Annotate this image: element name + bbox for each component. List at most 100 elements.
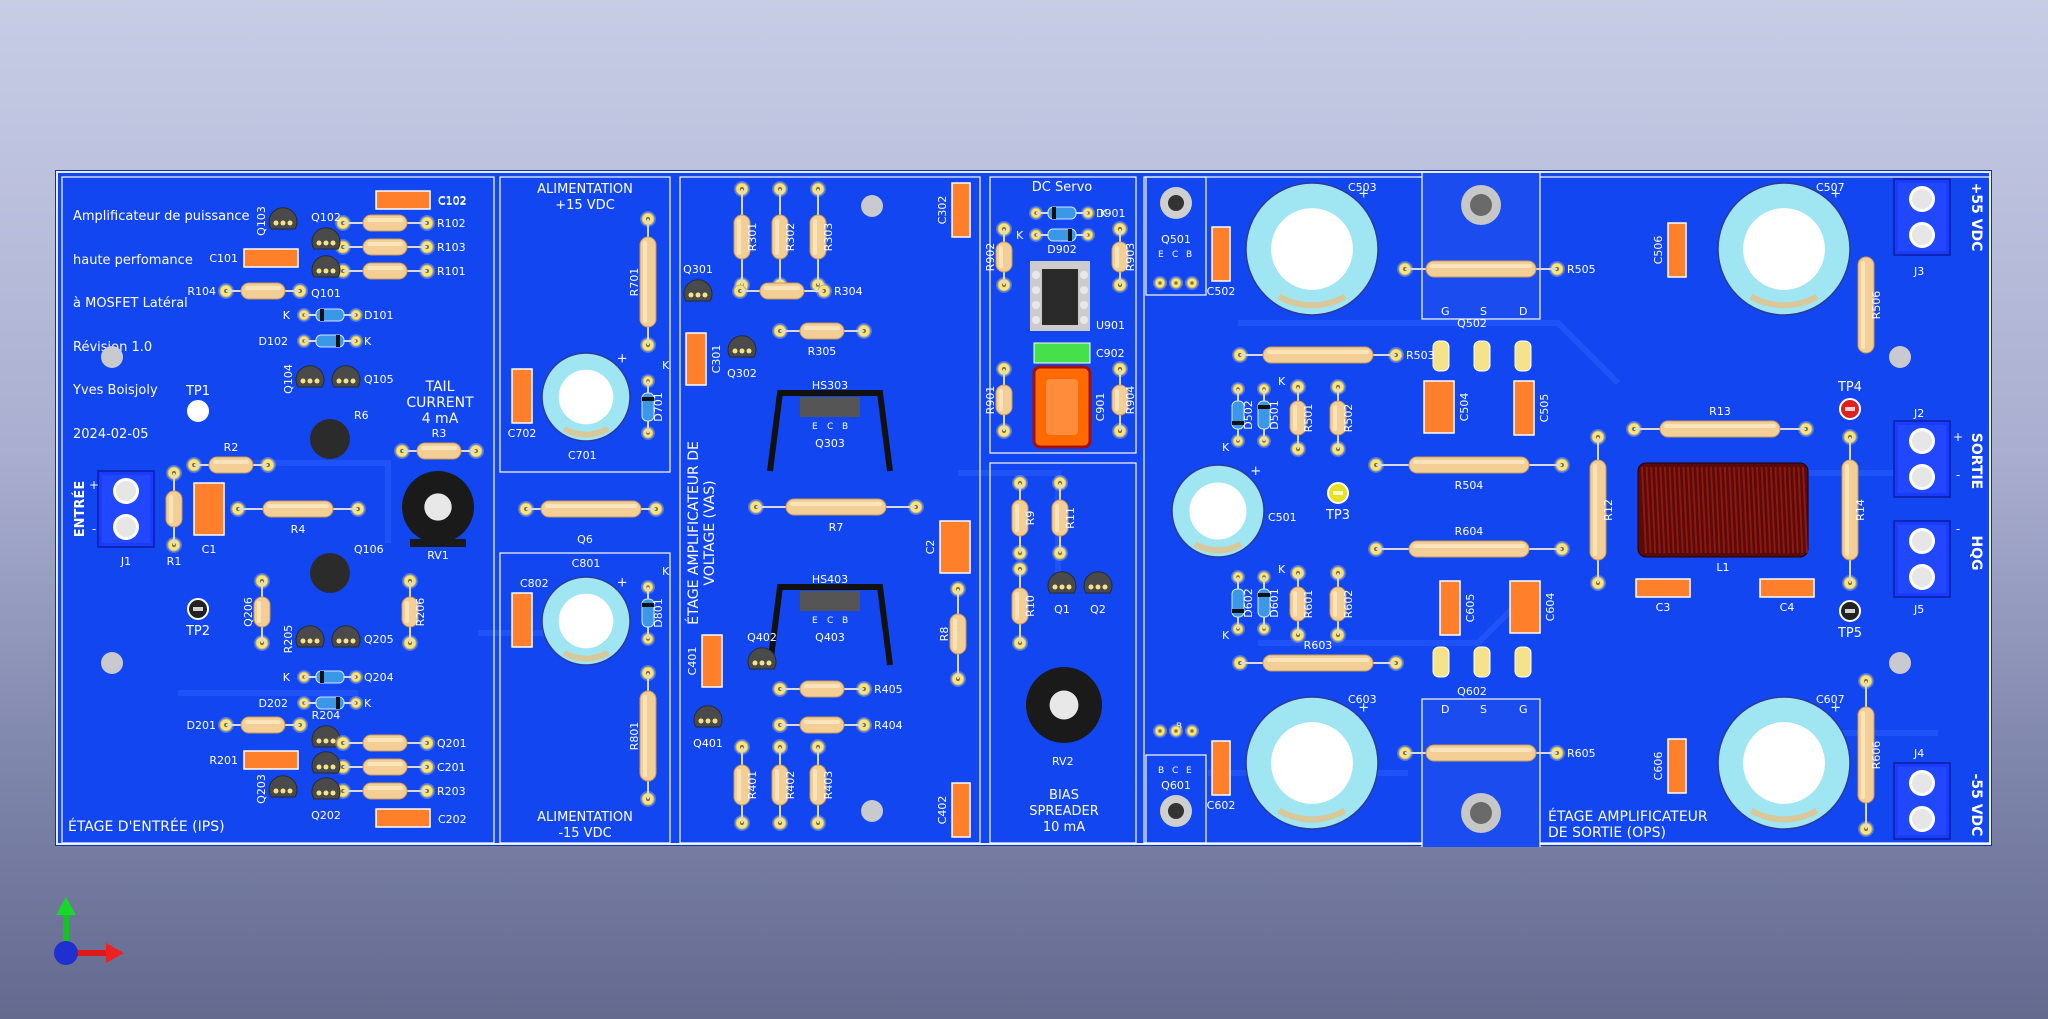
smd-capacitor[interactable] <box>1211 740 1231 796</box>
resistor-body[interactable] <box>362 734 408 752</box>
transistor-body[interactable] <box>295 625 325 648</box>
smd-capacitor[interactable] <box>685 332 707 386</box>
transistor-body[interactable] <box>311 255 341 278</box>
ref-label: R9 <box>1024 511 1037 526</box>
smd-capacitor[interactable] <box>1667 222 1687 278</box>
transistor-to126[interactable] <box>800 591 860 611</box>
transistor-pin <box>307 378 313 384</box>
smd-capacitor[interactable] <box>1759 578 1815 598</box>
transistor-body[interactable] <box>311 777 341 800</box>
resistor-body[interactable] <box>759 282 805 300</box>
smd-capacitor[interactable] <box>1211 226 1231 282</box>
resistor-body[interactable] <box>362 238 408 256</box>
resistor-body[interactable] <box>165 490 183 528</box>
heatsink[interactable] <box>767 584 893 666</box>
smd-capacitor[interactable] <box>511 592 533 648</box>
resistor-body[interactable] <box>1262 346 1374 364</box>
ref-label: R2 <box>224 441 239 454</box>
ref-label: C102 <box>438 195 467 208</box>
trimpot-knob[interactable] <box>1049 690 1079 720</box>
resistor-body[interactable] <box>362 214 408 232</box>
transistor-body[interactable] <box>1047 571 1077 594</box>
transistor-body[interactable] <box>268 775 298 798</box>
resistor-body[interactable] <box>799 716 845 734</box>
resistor-body[interactable] <box>262 500 334 518</box>
capacitor-c902[interactable] <box>1033 342 1091 364</box>
resistor-body[interactable] <box>540 500 642 518</box>
resistor-body[interactable] <box>949 613 967 655</box>
transistor-body[interactable] <box>295 365 325 388</box>
transistor-body[interactable] <box>331 625 361 648</box>
smd-capacitor[interactable] <box>701 634 723 688</box>
resistor-body[interactable] <box>785 498 887 516</box>
heatsink[interactable] <box>767 390 893 472</box>
ic-pin <box>1080 271 1088 279</box>
smd-capacitor[interactable] <box>375 808 431 828</box>
resistor-body[interactable] <box>1425 260 1537 278</box>
resistor-body[interactable] <box>639 690 657 782</box>
transistor-body[interactable] <box>311 227 341 250</box>
trimpot-knob[interactable] <box>424 493 452 521</box>
pin-label: C <box>1172 766 1178 776</box>
resistor-body[interactable] <box>995 241 1013 273</box>
resistor-body[interactable] <box>639 236 657 328</box>
resistor-highlight <box>421 446 457 450</box>
resistor-highlight <box>775 769 779 801</box>
diode-band <box>1232 421 1244 425</box>
resistor-body[interactable] <box>253 596 271 628</box>
transistor-body[interactable] <box>1083 571 1113 594</box>
transistor-dual[interactable] <box>310 419 350 459</box>
resistor-body[interactable] <box>416 442 462 460</box>
smd-capacitor[interactable] <box>1439 580 1461 636</box>
section-title: SPREADER <box>1029 804 1099 819</box>
smd-capacitor[interactable] <box>1513 380 1535 436</box>
ic-u901[interactable] <box>1042 269 1078 325</box>
smd-capacitor[interactable] <box>1509 580 1541 634</box>
smd-capacitor[interactable] <box>375 190 431 210</box>
smd-capacitor[interactable] <box>951 782 971 838</box>
transistor-body[interactable] <box>311 751 341 774</box>
smd-capacitor[interactable] <box>511 368 533 424</box>
smd-capacitor[interactable] <box>243 248 299 268</box>
resistor-body[interactable] <box>799 322 845 340</box>
smd-capacitor[interactable] <box>193 482 225 536</box>
transistor-dual[interactable] <box>310 553 350 593</box>
smd-capacitor[interactable] <box>939 520 971 574</box>
resistor-highlight <box>169 495 173 523</box>
resistor-body[interactable] <box>995 384 1013 416</box>
transistor-body[interactable] <box>268 207 298 230</box>
transistor-to126[interactable] <box>800 397 860 417</box>
resistor-body[interactable] <box>362 262 408 280</box>
pcb-board[interactable]: Amplificateur de puissance haute perfoma… <box>56 171 1991 847</box>
transistor-body[interactable] <box>727 335 757 358</box>
resistor-body[interactable] <box>799 680 845 698</box>
resistor-body[interactable] <box>1659 420 1781 438</box>
smd-capacitor[interactable] <box>951 182 971 238</box>
mounting-hole <box>101 652 123 674</box>
smd-capacitor[interactable] <box>1667 738 1687 794</box>
resistor-body[interactable] <box>208 456 254 474</box>
smd-capacitor[interactable] <box>1635 578 1691 598</box>
transistor-pin <box>1095 584 1101 590</box>
resistor-body[interactable] <box>1425 744 1537 762</box>
ref-label: R204 <box>312 709 341 722</box>
resistor-body[interactable] <box>1408 540 1530 558</box>
screw-head <box>1912 467 1932 487</box>
resistor-body[interactable] <box>240 716 286 734</box>
section-vas-outline <box>679 176 981 844</box>
transistor-body[interactable] <box>693 705 723 728</box>
mosfet-pin-pad <box>1473 646 1491 678</box>
transistor-body[interactable] <box>683 279 713 302</box>
resistor-body[interactable] <box>362 758 408 776</box>
section-title: DC Servo <box>1032 180 1093 195</box>
smd-capacitor[interactable] <box>1423 380 1455 434</box>
resistor-body[interactable] <box>240 282 286 300</box>
ref-label: D502 <box>1242 400 1255 429</box>
resistor-body[interactable] <box>1262 654 1374 672</box>
smd-capacitor[interactable] <box>243 750 299 770</box>
transistor-body[interactable] <box>331 365 361 388</box>
resistor-body[interactable] <box>1408 456 1530 474</box>
inductor-winding <box>1765 466 1772 554</box>
resistor-body[interactable] <box>362 782 408 800</box>
